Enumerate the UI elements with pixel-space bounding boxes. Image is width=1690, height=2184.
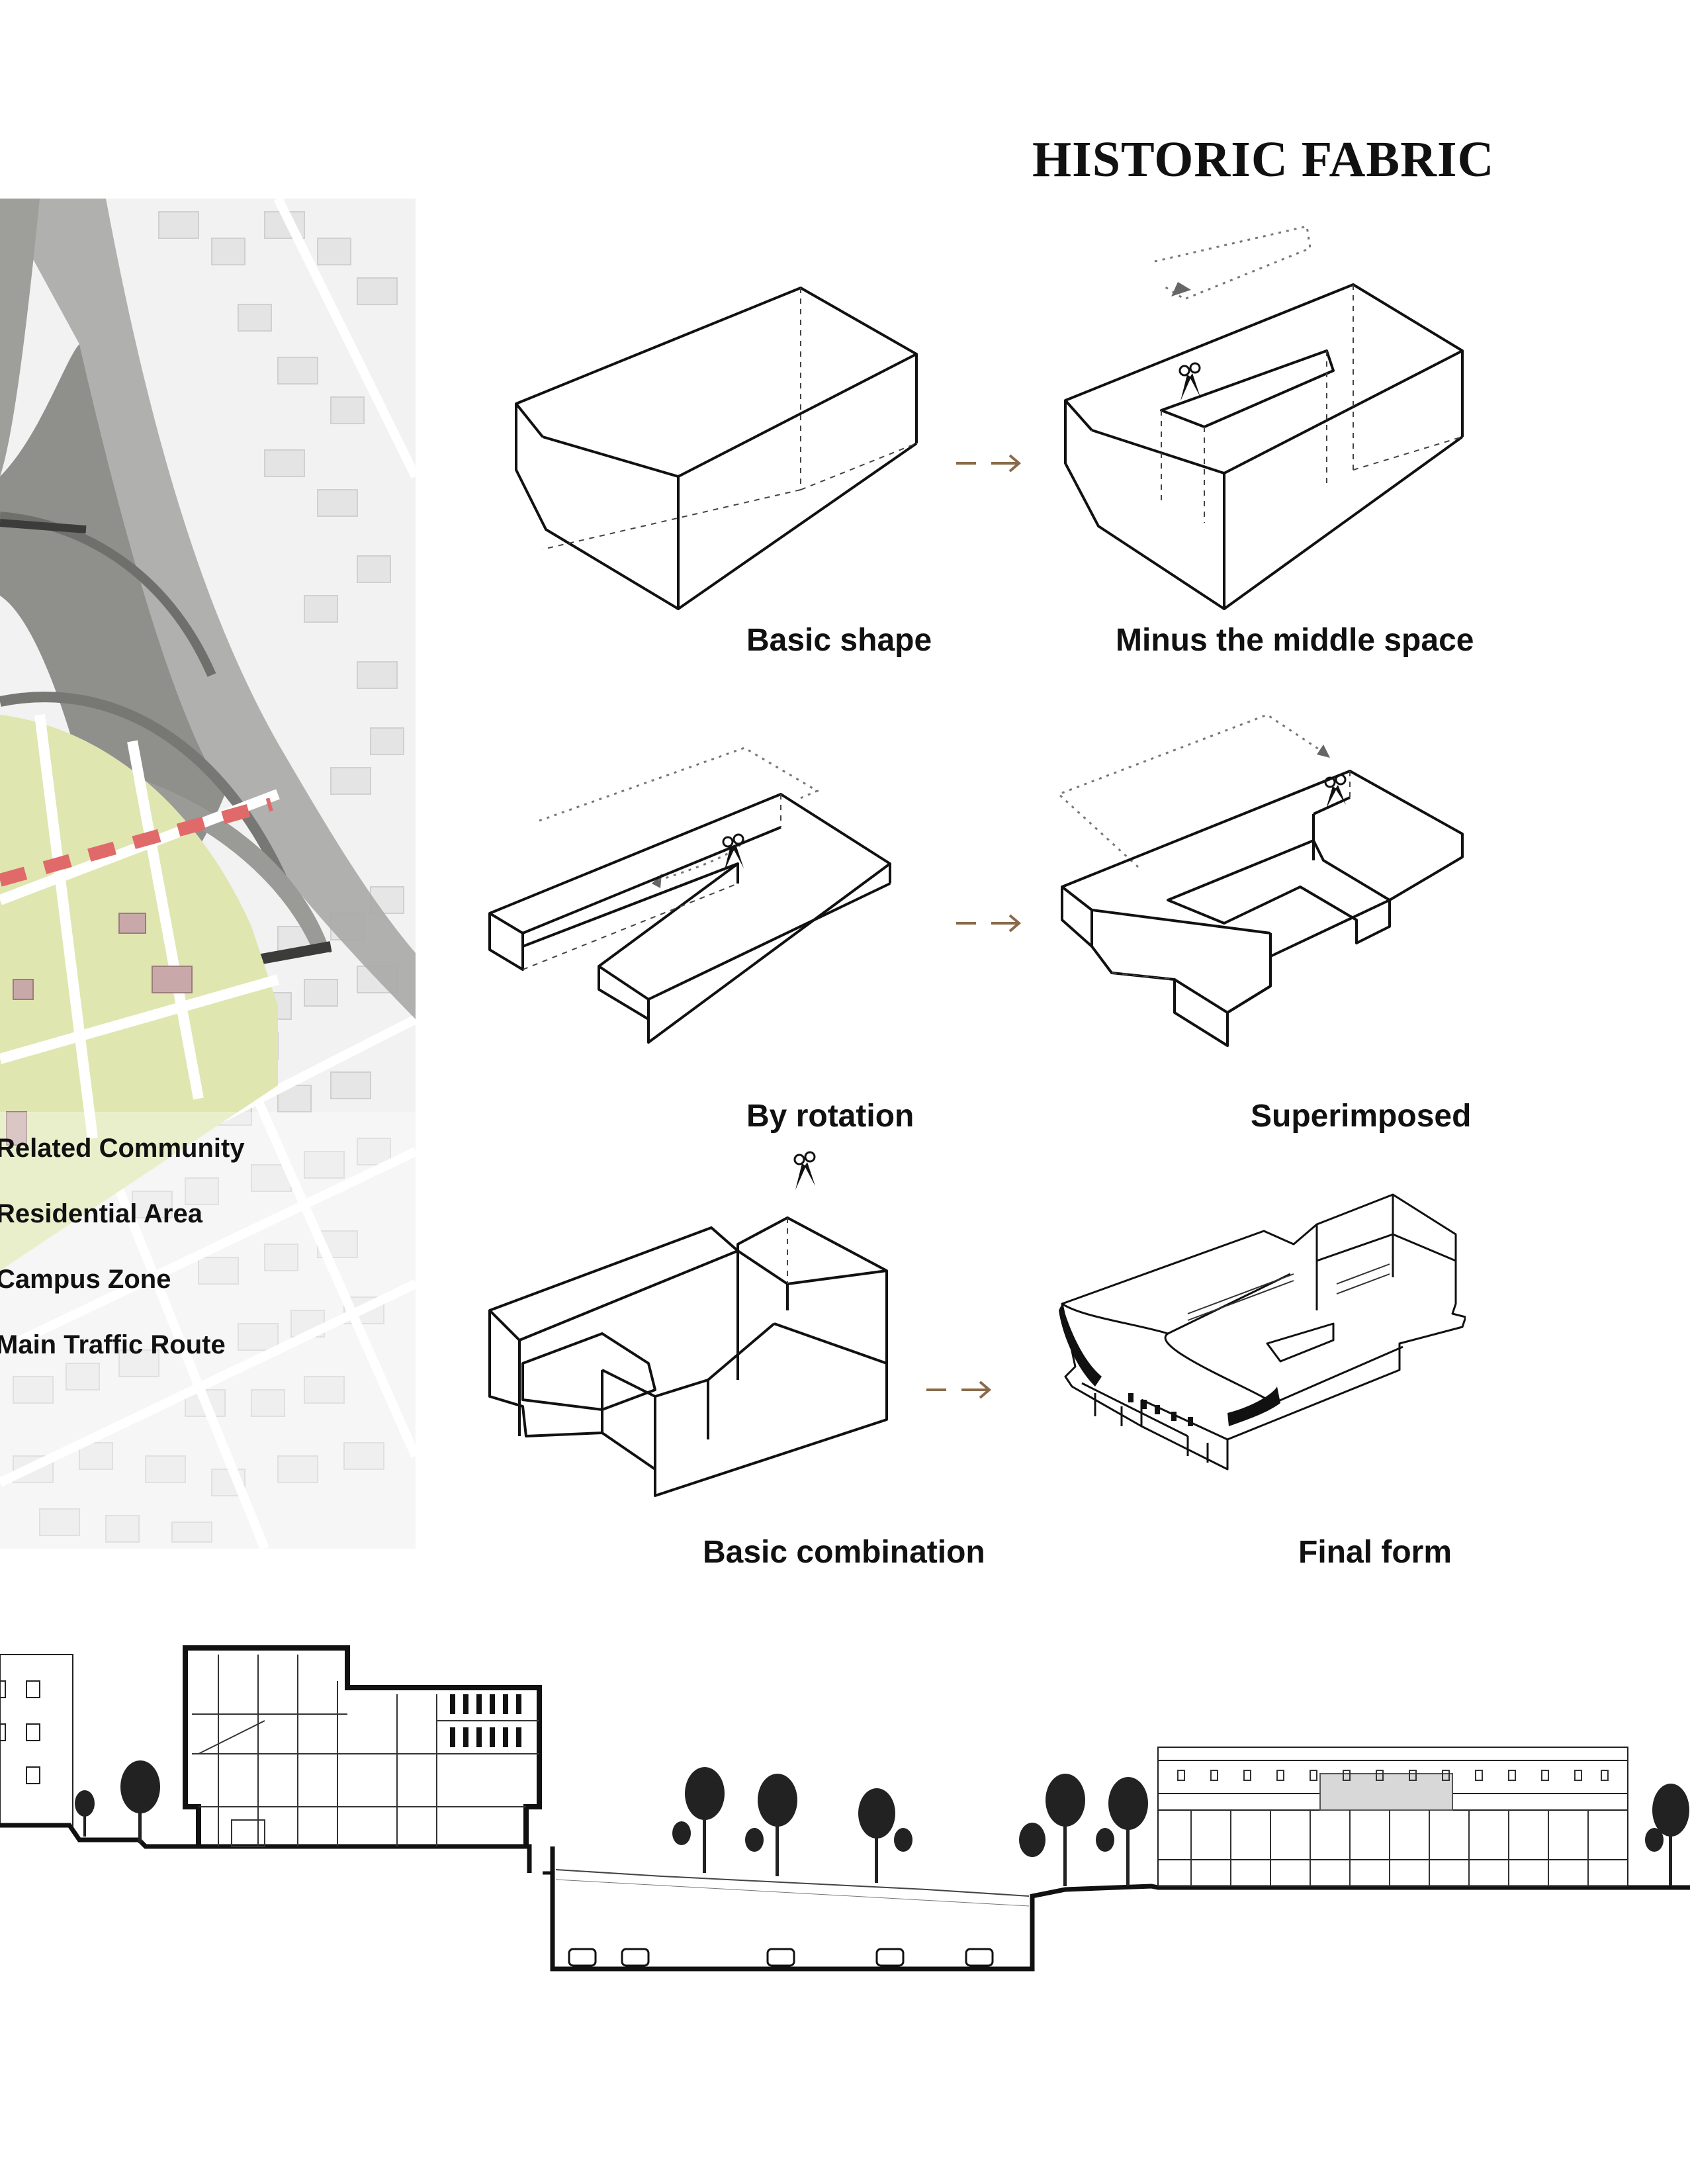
caption-basic-shape: Basic shape [746,622,932,659]
arrow-3-icon [923,1377,996,1403]
by-rotation-diagram [483,741,907,1059]
caption-basic-combination: Basic combination [703,1534,985,1570]
arrow-2-icon [953,910,1026,936]
page-title: HISTORIC FABRIC [1032,131,1509,189]
legend-main-traffic-route: Main Traffic Route [0,1330,226,1360]
final-form-diagram [1055,1188,1466,1492]
caption-final-form: Final form [1298,1534,1452,1570]
legend-residential-area: Residential Area [0,1199,202,1229]
legend-campus-zone: Campus Zone [0,1265,171,1295]
scissors-icon [1180,363,1200,401]
basic-combination-diagram [483,1145,907,1502]
superimposed-diagram [1052,708,1476,1059]
site-section-drawing [0,1641,1690,1999]
legend-related-community: Related Community [0,1134,245,1163]
scissors-icon [795,1152,815,1190]
caption-by-rotation: By rotation [746,1098,914,1134]
caption-minus-middle: Minus the middle space [1116,622,1474,659]
basic-shape-diagram [503,278,926,635]
arrow-1-icon [953,450,1026,477]
caption-superimposed: Superimposed [1251,1098,1471,1134]
minus-middle-diagram [1052,218,1476,615]
